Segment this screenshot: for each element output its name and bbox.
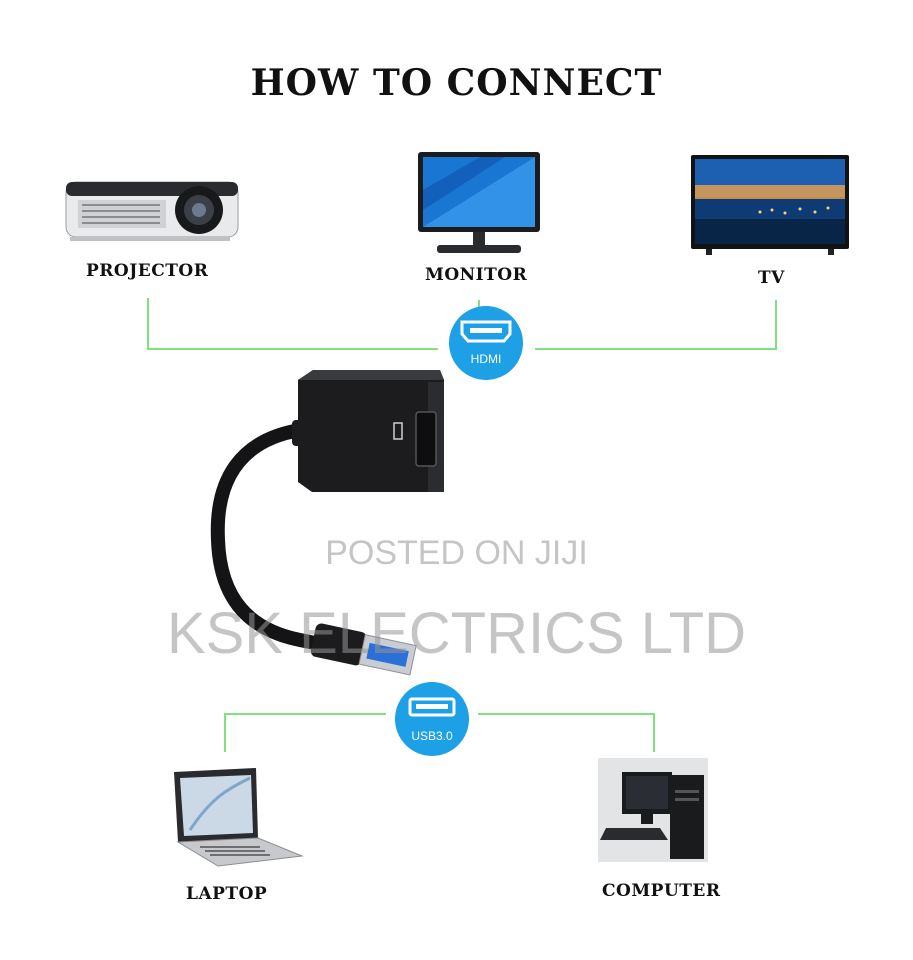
usb-badge: [395, 682, 469, 756]
laptop-label: LAPTOP: [186, 884, 268, 904]
projector-icon: [65, 181, 239, 241]
usb-badge-label: USB3.0: [411, 729, 453, 743]
monitor-icon: [418, 152, 540, 253]
adapter-image: [210, 370, 444, 676]
laptop-icon: [174, 768, 304, 867]
tv-icon: [691, 155, 849, 255]
computer-label: COMPUTER: [602, 881, 721, 901]
page-title: HOW TO CONNECT: [250, 62, 663, 104]
hdmi-badge-label: HDMI: [470, 352, 502, 366]
projector-label: PROJECTOR: [86, 261, 209, 281]
hdmi-icon: [460, 320, 512, 343]
usb-connector-lines: [224, 713, 655, 752]
usb-icon: [408, 697, 456, 717]
watermark-line1: POSTED ON JIJI: [325, 534, 588, 572]
computer-icon: [598, 758, 708, 862]
tv-label: TV: [758, 268, 785, 288]
monitor-label: MONITOR: [425, 265, 528, 285]
watermark-line2: KSK ELECTRICS LTD: [166, 601, 747, 666]
hdmi-badge: [449, 306, 523, 380]
